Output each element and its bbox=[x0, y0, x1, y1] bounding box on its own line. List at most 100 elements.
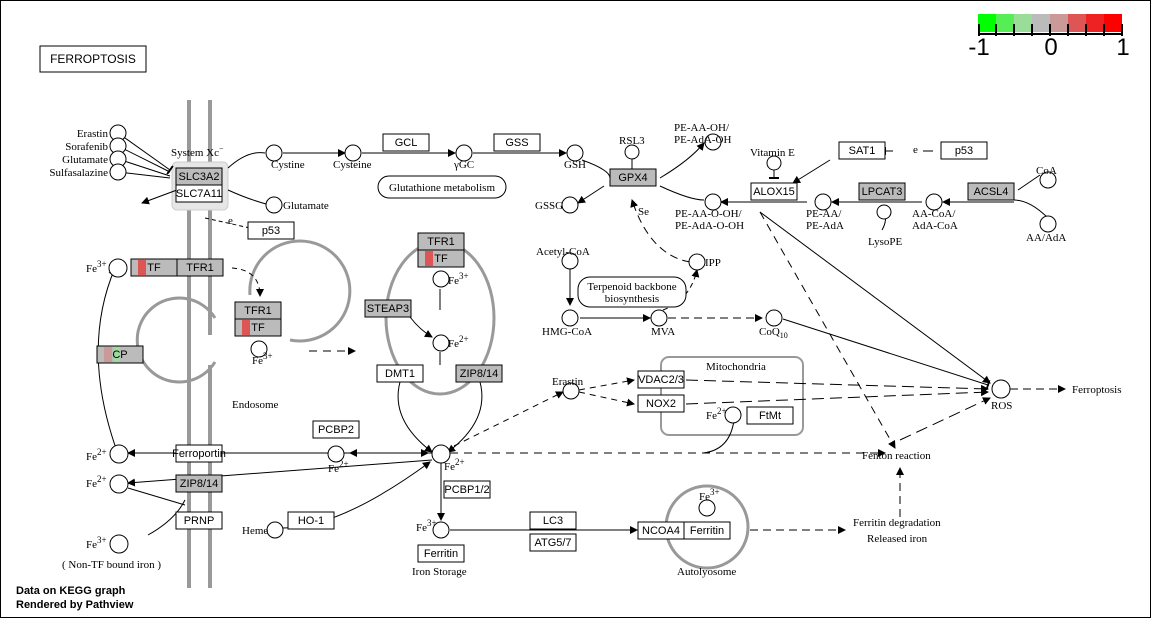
gene-label: ZIP8/14 bbox=[180, 478, 219, 490]
gene-prnp[interactable] bbox=[175, 511, 223, 530]
map-label: Glutathione metabolism bbox=[389, 182, 495, 194]
gene-label: GSS bbox=[505, 137, 528, 149]
gene-ferritin-b[interactable] bbox=[683, 521, 731, 540]
gene-gcl[interactable] bbox=[382, 133, 430, 152]
label-erastin: Erastin bbox=[77, 128, 109, 140]
gene-pcbp2[interactable] bbox=[312, 420, 360, 439]
label-rsl3: RSL3 bbox=[619, 135, 645, 147]
label-sorafenib: Sorafenib bbox=[65, 141, 108, 153]
legend-swatch bbox=[1068, 14, 1086, 32]
gene-atg57[interactable] bbox=[529, 533, 577, 552]
label-fenton: Fenton reaction bbox=[862, 450, 931, 462]
legend-max: 1 bbox=[1116, 34, 1129, 61]
legend-mid: 0 bbox=[1044, 34, 1057, 61]
label-pe-aa: PE-AA/ bbox=[806, 208, 842, 220]
gene-label: STEAP3 bbox=[367, 303, 409, 315]
label-non-tf-iron: ( Non-TF bound iron ) bbox=[62, 559, 161, 571]
gene-sat1[interactable] bbox=[838, 141, 886, 160]
label-ferroptosis: Ferroptosis bbox=[1072, 384, 1122, 396]
legend-swatch bbox=[978, 14, 996, 32]
gene-label: PCBP2 bbox=[318, 424, 354, 436]
gene-label: Ferritin bbox=[424, 548, 458, 560]
gene-label: PCBP1/2 bbox=[444, 484, 489, 496]
label-fe2: Fe2+ bbox=[86, 474, 107, 490]
label-gsh: GSH bbox=[564, 159, 586, 171]
gene-acsl4[interactable] bbox=[967, 182, 1015, 201]
gene-p53-mid[interactable] bbox=[247, 221, 295, 240]
label-fe3: Fe3+ bbox=[699, 487, 720, 503]
gene-dmt1[interactable] bbox=[376, 364, 424, 383]
legend-swatch bbox=[1014, 14, 1032, 32]
label-system-xc: System Xc− bbox=[171, 144, 224, 159]
gene-p53-top[interactable] bbox=[940, 141, 988, 160]
label-glutamate: Glutamate bbox=[62, 154, 108, 166]
title-box bbox=[39, 45, 147, 73]
gene-ftmt[interactable] bbox=[746, 406, 794, 425]
gene-label: SAT1 bbox=[849, 145, 876, 157]
gene-lc3[interactable] bbox=[529, 511, 577, 530]
gene-nox2[interactable] bbox=[637, 394, 685, 413]
label-vitamin-e: Vitamin E bbox=[750, 147, 795, 159]
label-mitochondria: Mitochondria bbox=[706, 361, 766, 373]
map-glutathione-metabolism[interactable] bbox=[377, 175, 507, 199]
label-ros: ROS bbox=[991, 400, 1012, 412]
gene-label: PRNP bbox=[184, 515, 215, 527]
label-pe-ada-oh: PE-AdA-OH bbox=[674, 134, 731, 146]
gene-label: ALOX15 bbox=[753, 186, 795, 198]
compound-nodes bbox=[108, 124, 1057, 554]
label-aa-coa: AA-CoA/ bbox=[912, 208, 956, 220]
label-lysope: LysoPE bbox=[868, 236, 903, 248]
gene-zip814-a[interactable] bbox=[455, 364, 503, 383]
label-pe-aa-oh: PE-AA-OH/ bbox=[674, 122, 730, 134]
gene-alox15[interactable] bbox=[750, 182, 798, 201]
gene-label: p53 bbox=[262, 225, 280, 237]
label-cystine: Cystine bbox=[271, 159, 305, 171]
label-fe2: Fe2+ bbox=[86, 447, 107, 463]
footer-render-note: Rendered by Pathview bbox=[16, 599, 134, 611]
gene-ho1[interactable] bbox=[287, 511, 335, 530]
gene-label: ATG5/7 bbox=[534, 537, 571, 549]
label-heme: Heme bbox=[242, 525, 268, 537]
gene-label: Ferritin bbox=[690, 525, 724, 537]
label-ygc: γGC bbox=[453, 159, 474, 171]
gene-label: GPX4 bbox=[618, 172, 647, 184]
gene-zip814-b[interactable] bbox=[175, 474, 223, 493]
label-cysteine: Cysteine bbox=[333, 159, 372, 171]
label-pe-aa-ooh: PE-AA-O-OH/ bbox=[675, 208, 743, 220]
map-terpenoid-backbone[interactable] bbox=[577, 276, 687, 308]
label-coa: CoA bbox=[1036, 165, 1057, 177]
label-endosome: Endosome bbox=[232, 399, 279, 411]
gene-label: Ferroportin bbox=[172, 448, 226, 460]
gene-nodes bbox=[96, 133, 1015, 563]
label-iron-storage: Iron Storage bbox=[412, 566, 467, 578]
label-e: e bbox=[913, 144, 918, 156]
gene-label: NCOA4 bbox=[642, 525, 680, 537]
gene-tfr1-a[interactable] bbox=[176, 258, 224, 277]
gene-label: ACSL4 bbox=[974, 186, 1009, 198]
gene-label: SLC7A11 bbox=[176, 188, 222, 200]
gene-steap3[interactable] bbox=[364, 299, 412, 318]
gene-ferroportin[interactable] bbox=[175, 444, 223, 463]
label-fe3: Fe3+ bbox=[86, 535, 107, 551]
gene-label: LPCAT3 bbox=[862, 186, 903, 198]
gene-label: TF bbox=[251, 322, 265, 334]
gene-label: ZIP8/14 bbox=[460, 368, 499, 380]
endosome-compartment bbox=[135, 296, 217, 384]
label-fe3: Fe3+ bbox=[86, 259, 107, 275]
gene-lpcat3[interactable] bbox=[858, 182, 906, 201]
label-fe3: Fe3+ bbox=[416, 518, 437, 534]
gene-label: TFR1 bbox=[244, 305, 272, 317]
gene-gss[interactable] bbox=[493, 133, 541, 152]
gene-gpx4[interactable] bbox=[609, 168, 657, 187]
gene-pcbp12[interactable] bbox=[443, 480, 491, 499]
gene-ferritin-a[interactable] bbox=[417, 544, 465, 563]
gene-vdac23[interactable] bbox=[637, 370, 685, 389]
label-ada-coa: AdA-CoA bbox=[912, 220, 958, 232]
label-mva: MVA bbox=[651, 326, 675, 338]
legend-min: -1 bbox=[968, 34, 989, 61]
label-hmg-coa: HMG-CoA bbox=[542, 326, 592, 338]
map-label: biosynthesis bbox=[605, 293, 659, 305]
gene-slc7a11[interactable] bbox=[175, 184, 223, 203]
gene-label: TF bbox=[434, 253, 448, 265]
